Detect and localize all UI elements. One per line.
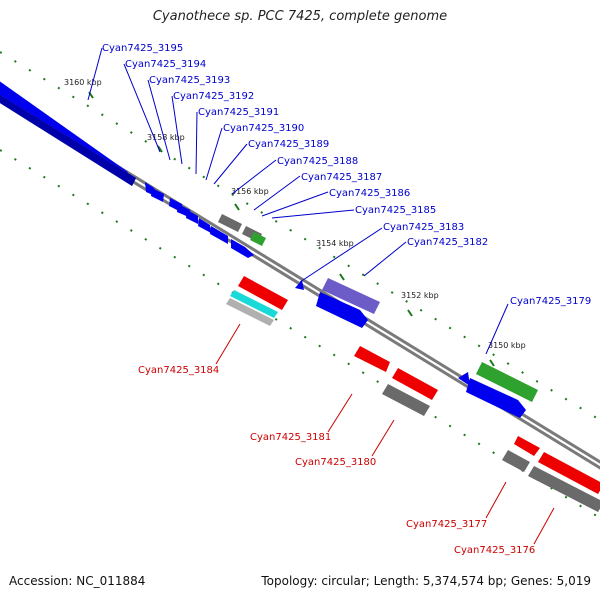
- gene-label-3182[interactable]: Cyan7425_3182: [407, 237, 488, 248]
- gene-cyan7425-3177[interactable]: [502, 450, 530, 472]
- gene-label-3190[interactable]: Cyan7425_3190: [223, 123, 304, 134]
- gene-label-3183[interactable]: Cyan7425_3183: [383, 222, 464, 233]
- tick-label: 3150 kbp: [488, 341, 526, 350]
- accession-text: Accession: NC_011884: [9, 574, 146, 588]
- reverse-genes: [226, 276, 600, 512]
- major-tick: [339, 273, 345, 281]
- gene-label-3180[interactable]: Cyan7425_3180: [295, 457, 376, 468]
- gene-cyan7425-3176-red[interactable]: [538, 452, 600, 494]
- genome-meta-text: Topology: circular; Length: 5,374,574 bp…: [261, 574, 591, 588]
- forward-leader-lines: [87, 47, 509, 355]
- gene-cyan7425-3189[interactable]: [198, 218, 211, 233]
- gene-cyan7425-3190[interactable]: [186, 210, 198, 224]
- tick-label: 3158 kbp: [147, 133, 185, 142]
- gene-label-3184[interactable]: Cyan7425_3184: [138, 365, 219, 376]
- gene-label-3189[interactable]: Cyan7425_3189: [248, 139, 329, 150]
- tick-row-upper: [0, 51, 600, 421]
- tick-label: 3154 kbp: [316, 239, 354, 248]
- gene-cyan7425-3179-rna[interactable]: [476, 362, 538, 402]
- gene-cyan7425-3193[interactable]: [151, 188, 164, 202]
- leader-line: [231, 159, 277, 195]
- leader-line: [213, 143, 248, 185]
- leader-line: [485, 303, 509, 355]
- gene-label-3181[interactable]: Cyan7425_3181: [250, 432, 331, 443]
- leader-line: [327, 393, 353, 433]
- gene-label-3186[interactable]: Cyan7425_3186: [329, 188, 410, 199]
- map-title: Cyanothece sp. PCC 7425, complete genome: [152, 9, 448, 24]
- gene-cyan7425-3184-rna[interactable]: [230, 290, 278, 318]
- major-tick: [489, 359, 495, 367]
- leader-line: [87, 47, 103, 101]
- gene-cyan7425-3186[interactable]: [218, 214, 242, 232]
- leader-line: [205, 127, 223, 181]
- gene-cyan7425-3180-other[interactable]: [382, 384, 430, 416]
- forward-labels: Cyan7425_3195 Cyan7425_3194 Cyan7425_319…: [102, 43, 591, 307]
- gene-cyan7425-3183[interactable]: [295, 280, 304, 290]
- gene-label-3194[interactable]: Cyan7425_3194: [125, 59, 206, 70]
- leader-line: [147, 79, 171, 161]
- gene-cyan7425-3179b[interactable]: [458, 372, 470, 386]
- gene-label-3185[interactable]: Cyan7425_3185: [355, 205, 436, 216]
- leader-line: [215, 323, 241, 365]
- gene-cyan7425-3176[interactable]: [528, 466, 600, 512]
- leader-line: [299, 227, 383, 283]
- gene-cyan7425-3188[interactable]: [210, 226, 228, 244]
- leader-line: [533, 507, 555, 545]
- leader-line: [261, 191, 329, 217]
- leader-line: [363, 241, 407, 277]
- gene-cyan7425-3184-shade: [226, 298, 274, 326]
- gene-cyan7425-3195-shade: [0, 95, 136, 186]
- reverse-leader-lines: [215, 323, 555, 545]
- leader-line: [171, 95, 183, 165]
- leader-line: [271, 209, 355, 219]
- tick-label: 3152 kbp: [401, 291, 439, 300]
- gene-cyan7425-3185-rna[interactable]: [250, 232, 266, 246]
- gene-cyan7425-3184[interactable]: [238, 276, 288, 310]
- gene-cyan7425-3180[interactable]: [392, 368, 438, 400]
- gene-label-3188[interactable]: Cyan7425_3188: [277, 156, 358, 167]
- forward-genes: [0, 78, 538, 418]
- gene-label-3191[interactable]: Cyan7425_3191: [198, 107, 279, 118]
- leader-line: [371, 419, 395, 457]
- gene-cyan7425-3179[interactable]: [466, 378, 526, 418]
- gene-label-3187[interactable]: Cyan7425_3187: [301, 172, 382, 183]
- major-tick: [407, 309, 413, 317]
- major-tick: [157, 145, 163, 153]
- reverse-labels: Cyan7425_3184 Cyan7425_3181 Cyan7425_318…: [138, 365, 535, 556]
- tick-label: 3156 kbp: [231, 187, 269, 196]
- gene-cyan7425-3182-rna[interactable]: [322, 278, 380, 314]
- tick-label: 3160 kbp: [64, 78, 102, 87]
- leader-line: [485, 481, 507, 519]
- gene-cyan7425-3177-red[interactable]: [514, 436, 540, 456]
- leader-line: [253, 175, 301, 211]
- gene-cyan7425-3182[interactable]: [316, 292, 368, 328]
- major-tick: [234, 203, 240, 211]
- leader-line: [195, 111, 198, 175]
- gene-cyan7425-3181[interactable]: [354, 346, 390, 372]
- gene-label-3192[interactable]: Cyan7425_3192: [173, 91, 254, 102]
- gene-label-3193[interactable]: Cyan7425_3193: [149, 75, 230, 86]
- gene-cyan7425-3195[interactable]: [0, 78, 136, 186]
- gene-label-3195[interactable]: Cyan7425_3195: [102, 43, 183, 54]
- leader-line: [123, 63, 161, 153]
- gene-label-3177[interactable]: Cyan7425_3177: [406, 519, 487, 530]
- gene-cyan7425-3187[interactable]: [231, 239, 254, 258]
- gene-label-3179[interactable]: Cyan7425_3179: [510, 296, 591, 307]
- gene-label-3176[interactable]: Cyan7425_3176: [454, 545, 535, 556]
